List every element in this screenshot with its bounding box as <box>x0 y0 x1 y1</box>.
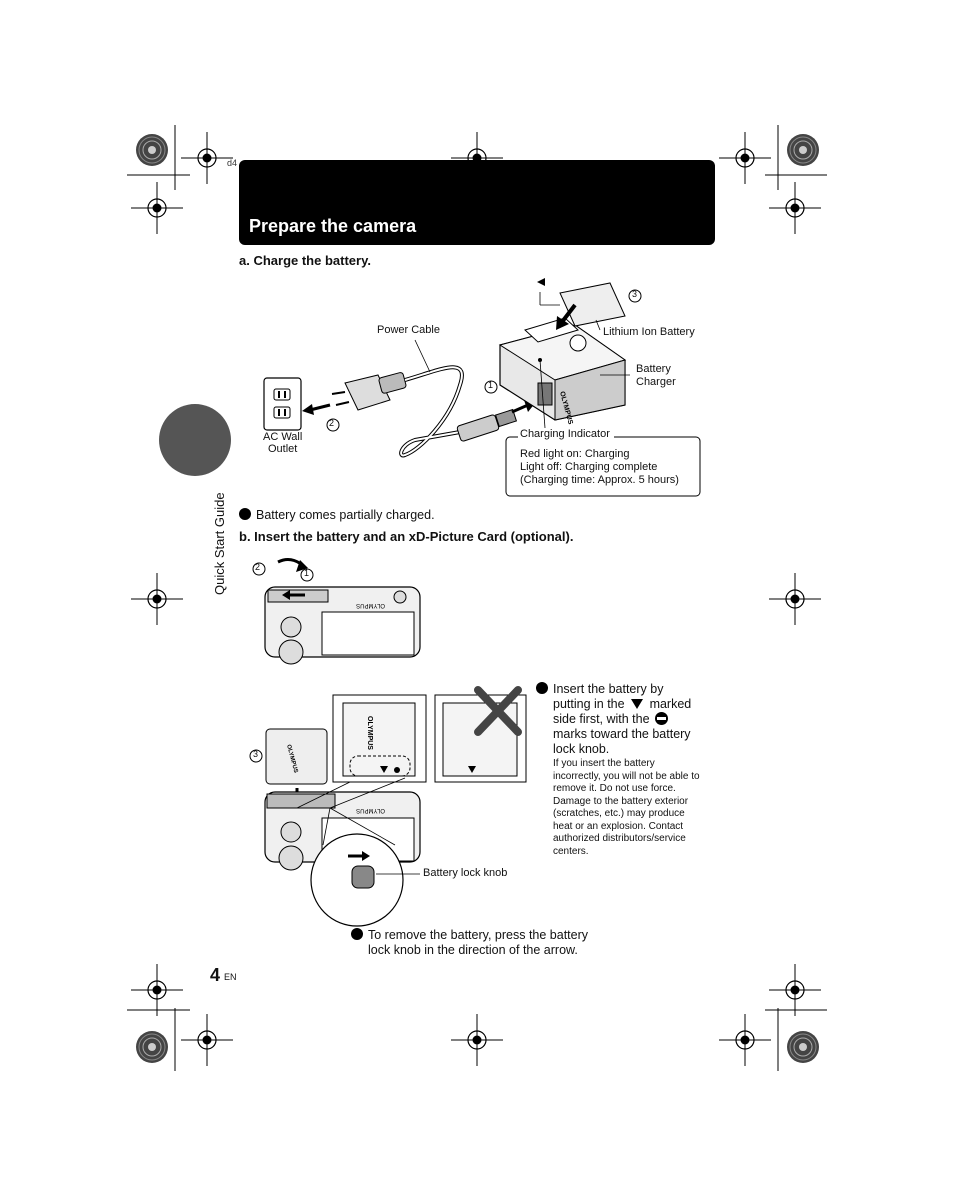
insert-note-text: marked <box>649 697 692 711</box>
page-language: EN <box>224 972 237 982</box>
indicator-line: Light off: Charging complete <box>520 461 658 473</box>
down-triangle-icon <box>380 766 388 773</box>
page-title: Prepare the camera <box>249 216 417 236</box>
svg-text:OLYMPUS: OLYMPUS <box>366 716 373 750</box>
down-triangle-icon <box>631 699 644 709</box>
charging-illustration: OLYMPUS <box>263 278 701 497</box>
step-number: 2 <box>255 562 261 572</box>
page-number: 4 <box>210 965 221 985</box>
insert-note: Insert the battery by putting in the mar… <box>536 682 721 858</box>
charge-note: Battery comes partially charged. <box>239 508 435 523</box>
insert-note-text: side first, with the <box>553 712 650 726</box>
insert-note-text: marks toward the battery <box>553 727 691 741</box>
battery-lock-knob-label: Battery lock knob <box>423 867 508 879</box>
section-b-heading: b. Insert the battery and an xD-Picture … <box>239 529 574 544</box>
side-tab-marker <box>159 404 231 476</box>
svg-text:OLYMPUS: OLYMPUS <box>356 807 385 813</box>
indicator-line: (Charging time: Approx. 5 hours) <box>520 474 679 486</box>
battery-charger-label: Charger <box>636 376 676 388</box>
bullet-icon <box>239 508 251 520</box>
lithium-battery-label: Lithium Ion Battery <box>603 326 695 338</box>
step-number: 3 <box>253 749 259 759</box>
cross-icon <box>474 686 522 736</box>
remove-note-text: lock knob in the direction of the arrow. <box>368 943 578 957</box>
indicator-line: Red light on: Charging <box>520 448 630 460</box>
step-number: 1 <box>488 380 494 390</box>
insert-note-text: putting in the <box>553 697 625 711</box>
warning-text: If you insert the battery incorrectly, y… <box>553 758 700 857</box>
charging-indicator-label: Charging Indicator <box>518 428 614 440</box>
section-header: Prepare the camera <box>239 160 715 245</box>
minus-circle-icon <box>655 712 669 725</box>
remove-note-text: To remove the battery, press the battery <box>368 928 589 942</box>
step-number: 3 <box>632 289 638 299</box>
insert-note-text: lock knob. <box>553 742 610 756</box>
bullet-icon <box>351 928 363 940</box>
power-cable-label: Power Cable <box>377 324 440 336</box>
arrow-icon <box>556 303 577 330</box>
remove-note: To remove the battery, press the battery… <box>351 928 588 958</box>
arrow-icon <box>348 851 370 861</box>
arrow-icon <box>302 403 331 415</box>
charge-note-text: Battery comes partially charged. <box>256 508 435 522</box>
step-number: 1 <box>304 568 310 578</box>
camera-open-cover: OLYMPUS <box>264 558 421 665</box>
battery-charger-label: Battery <box>636 363 671 375</box>
bullet-icon <box>536 682 548 694</box>
arrow-icon <box>282 590 305 600</box>
section-a-heading: a. Charge the battery. <box>239 253 371 268</box>
svg-text:OLYMPUS: OLYMPUS <box>356 602 385 608</box>
ac-wall-outlet-label: AC Wall <box>263 431 303 443</box>
down-triangle-icon <box>468 766 476 773</box>
ac-wall-outlet-label: Outlet <box>268 443 298 455</box>
insert-note-text: Insert the battery by <box>553 682 664 696</box>
indicator-info-box: Red light on: Charging Light off: Chargi… <box>520 448 679 487</box>
corner-tag: d4 <box>227 158 238 168</box>
step-number: 2 <box>329 418 335 428</box>
